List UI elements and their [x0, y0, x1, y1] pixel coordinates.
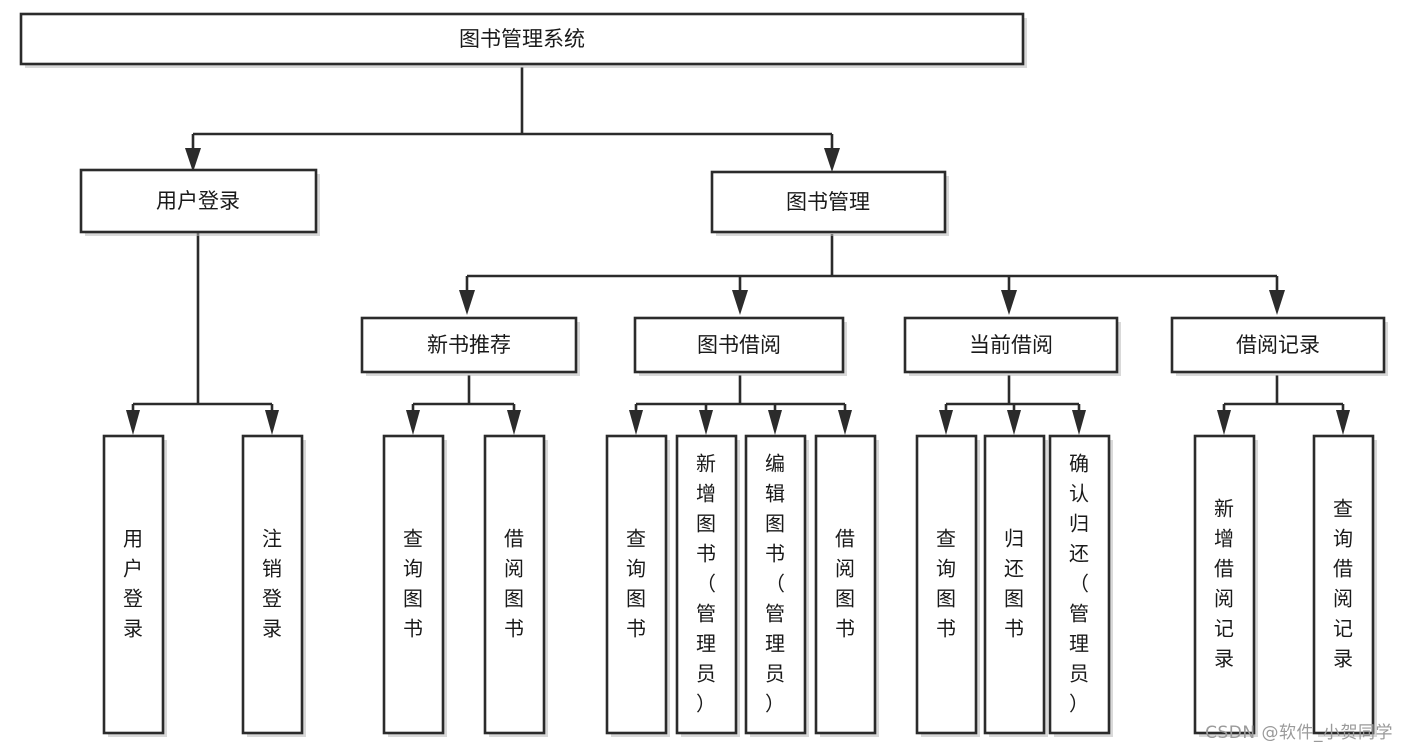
- arrowhead-leaf-edit-book: [768, 410, 782, 435]
- node-leaf-edit-book-box: [744, 434, 807, 735]
- node-leaf-confirm-return[interactable]: 确认归还（管理员）: [1048, 434, 1113, 737]
- node-new-book-rec-box: [360, 316, 578, 374]
- node-user-login-box: [79, 168, 318, 234]
- node-leaf-query-record-box: [1312, 434, 1375, 735]
- node-borrow-record[interactable]: 借阅记录: [1170, 316, 1388, 376]
- node-leaf-query-record-label: 查询借阅记录: [1333, 496, 1353, 670]
- node-leaf-query-book-2[interactable]: 查询图书: [605, 434, 670, 737]
- arrowhead-leaf-query-book-3: [939, 410, 953, 435]
- node-new-book-rec[interactable]: 新书推荐: [360, 316, 580, 376]
- arrowhead-leaf-borrow-book-1: [507, 410, 521, 435]
- node-new-book-rec-label: 新书推荐: [427, 333, 511, 357]
- node-leaf-borrow-book-2-label: 借阅图书: [835, 526, 855, 640]
- node-leaf-confirm-return-label: 确认归还（管理员）: [1069, 451, 1089, 715]
- node-leaf-borrow-book-2[interactable]: 借阅图书: [814, 434, 879, 737]
- node-root[interactable]: 图书管理系统: [19, 12, 1027, 68]
- node-leaf-add-record[interactable]: 新增借阅记录: [1193, 434, 1258, 737]
- node-root-label: 图书管理系统: [459, 27, 585, 51]
- node-leaf-add-book[interactable]: 新增图书（管理员）: [675, 434, 740, 737]
- node-leaf-return-book[interactable]: 归还图书: [983, 434, 1048, 737]
- arrowhead-book-manage: [824, 148, 840, 172]
- node-leaf-query-record[interactable]: 查询借阅记录: [1312, 434, 1377, 737]
- node-leaf-edit-book[interactable]: 编辑图书（管理员）: [744, 434, 809, 737]
- node-leaf-add-record-box: [1193, 434, 1256, 735]
- node-leaf-query-book-3-box: [915, 434, 978, 735]
- csdn-watermark: CSDN @软件_小贺同学: [1205, 723, 1393, 743]
- node-leaf-query-book-3[interactable]: 查询图书: [915, 434, 980, 737]
- node-leaf-return-book-label: 归还图书: [1004, 526, 1024, 640]
- arrowhead-leaf-user-login: [126, 410, 140, 435]
- node-current-borrow-label: 当前借阅: [969, 333, 1053, 357]
- node-leaf-query-book-3-label: 查询图书: [936, 526, 956, 640]
- arrowhead-book-borrow: [732, 290, 748, 315]
- arrowhead-leaf-confirm-return: [1072, 410, 1086, 435]
- node-leaf-logout-label: 注销登录: [262, 526, 282, 640]
- node-book-borrow-label: 图书借阅: [697, 333, 781, 357]
- node-leaf-user-login-label: 用户登录: [123, 526, 143, 640]
- node-book-borrow-box: [633, 316, 845, 374]
- node-leaf-return-book-box: [983, 434, 1046, 735]
- arrowhead-new-book-rec: [459, 290, 475, 315]
- arrowhead-leaf-query-book-1: [406, 410, 420, 435]
- node-borrow-record-box: [1170, 316, 1386, 374]
- arrowhead-leaf-query-record: [1336, 410, 1350, 435]
- arrowhead-leaf-borrow-book-2: [838, 410, 852, 435]
- node-leaf-add-book-label: 新增图书（管理员）: [696, 451, 716, 715]
- node-borrow-record-label: 借阅记录: [1236, 333, 1320, 357]
- node-leaf-query-book-1[interactable]: 查询图书: [382, 434, 447, 737]
- node-book-manage[interactable]: 图书管理: [710, 170, 949, 236]
- node-book-borrow[interactable]: 图书借阅: [633, 316, 847, 376]
- arrowhead-borrow-record: [1269, 290, 1285, 315]
- node-leaf-logout[interactable]: 注销登录: [241, 434, 306, 737]
- arrowhead-leaf-query-book-2: [629, 410, 643, 435]
- arrowhead-leaf-return-book: [1007, 410, 1021, 435]
- node-user-login-label: 用户登录: [156, 189, 240, 213]
- node-leaf-query-book-2-label: 查询图书: [626, 526, 646, 640]
- node-leaf-add-record-label: 新增借阅记录: [1214, 496, 1234, 670]
- arrowhead-user-login: [185, 148, 201, 172]
- node-leaf-query-book-2-box: [605, 434, 668, 735]
- node-root-box: [19, 12, 1025, 66]
- node-current-borrow[interactable]: 当前借阅: [903, 316, 1121, 376]
- node-leaf-user-login-box: [102, 434, 165, 735]
- arrowhead-leaf-add-book: [699, 410, 713, 435]
- node-leaf-add-book-box: [675, 434, 738, 735]
- node-current-borrow-box: [903, 316, 1119, 374]
- node-book-manage-box: [710, 170, 947, 234]
- node-leaf-borrow-book-1[interactable]: 借阅图书: [483, 434, 548, 737]
- node-leaf-logout-box: [241, 434, 304, 735]
- node-user-login[interactable]: 用户登录: [79, 168, 320, 236]
- node-leaf-borrow-book-1-label: 借阅图书: [504, 526, 524, 640]
- node-leaf-borrow-book-2-box: [814, 434, 877, 735]
- node-book-manage-label: 图书管理: [786, 190, 870, 214]
- arrowhead-current-borrow: [1001, 290, 1017, 315]
- arrowhead-leaf-add-record: [1217, 410, 1231, 435]
- arrowhead-leaf-logout: [265, 410, 279, 435]
- node-leaf-edit-book-label: 编辑图书（管理员）: [765, 451, 785, 715]
- node-leaf-confirm-return-box: [1048, 434, 1111, 735]
- node-leaf-query-book-1-box: [382, 434, 445, 735]
- connector-layer: [126, 67, 1350, 435]
- node-leaf-borrow-book-1-box: [483, 434, 546, 735]
- node-leaf-query-book-1-label: 查询图书: [403, 526, 423, 640]
- node-leaf-user-login[interactable]: 用户登录: [102, 434, 167, 737]
